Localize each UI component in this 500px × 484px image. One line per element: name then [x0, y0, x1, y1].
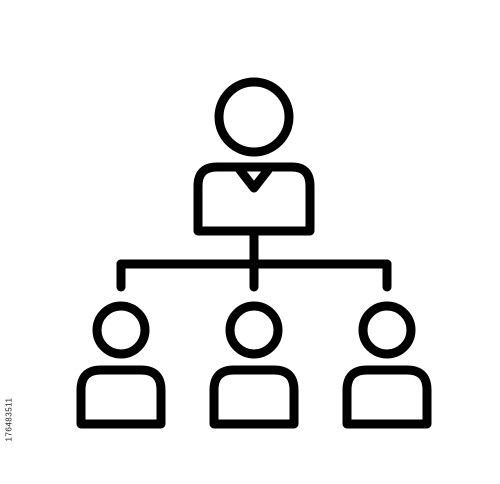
bottom-left-person-body	[76, 365, 166, 429]
bottom-left-person-icon	[76, 301, 166, 429]
bottom-right-person-body	[342, 365, 432, 429]
bottom-right-person-head	[358, 301, 416, 359]
bottom-left-person-head	[92, 301, 150, 359]
top-person-head	[214, 77, 294, 157]
bottom-middle-person-body	[209, 365, 299, 429]
hierarchy-connectors	[116, 228, 392, 292]
bottom-middle-person-head	[225, 301, 283, 359]
top-person-collar	[235, 165, 273, 193]
bottom-right-person-icon	[342, 301, 432, 429]
bottom-middle-person-icon	[209, 301, 299, 429]
top-person-body	[193, 162, 315, 236]
top-person-icon	[193, 77, 315, 236]
side-identifier-text: 176483511	[4, 397, 14, 442]
